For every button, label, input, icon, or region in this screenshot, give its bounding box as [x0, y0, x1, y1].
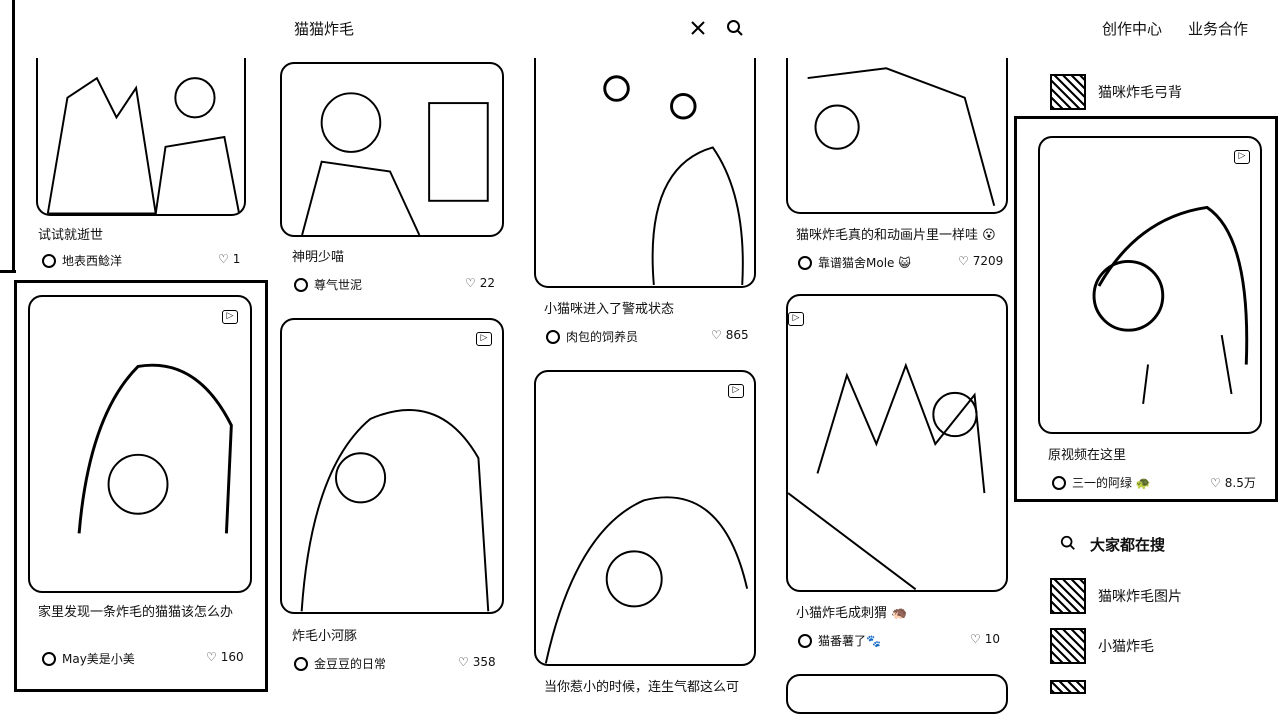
popular-item[interactable]: 猫咪炸毛图片 — [1050, 578, 1182, 614]
like-value: 358 — [472, 655, 496, 669]
search-icon — [1060, 535, 1076, 555]
heart-icon: ♡ — [1210, 475, 1221, 490]
avatar — [798, 255, 812, 270]
author-name: 肉包的饲养员 — [566, 330, 639, 344]
like-count[interactable]: ♡1 — [218, 252, 240, 266]
post-author[interactable]: May美是小美 — [42, 650, 135, 667]
heart-icon: ♡ — [958, 254, 969, 268]
like-count[interactable]: ♡865 — [711, 328, 749, 342]
like-count[interactable]: ♡22 — [465, 276, 495, 290]
like-count[interactable]: ♡8.5万 — [1210, 474, 1256, 491]
post-image[interactable] — [534, 58, 756, 288]
like-count[interactable]: ♡10 — [970, 632, 1000, 646]
like-value: 1 — [232, 252, 241, 266]
avatar — [1052, 475, 1066, 490]
post-title[interactable]: 猫咪炸毛真的和动画片里一样哇 😮 — [796, 228, 996, 243]
post-author[interactable]: 地表西鲶洋 — [42, 252, 122, 269]
creator-center-link[interactable]: 创作中心 — [1102, 20, 1163, 38]
popular-thumb — [1050, 628, 1086, 664]
author-name: May美是小美 — [62, 652, 135, 666]
post-title[interactable]: 当你惹小的时候，连生气都这么可 — [544, 680, 740, 695]
like-value: 22 — [479, 276, 496, 290]
heart-icon: ♡ — [206, 650, 217, 664]
post-author[interactable]: 尊气世泥 — [294, 276, 362, 293]
like-value: 8.5万 — [1224, 476, 1256, 490]
post-title[interactable]: 小猫炸毛成刺猬 🦔 — [796, 606, 908, 621]
avatar — [42, 651, 56, 666]
search-input[interactable]: 猫猫炸毛 — [294, 20, 355, 38]
author-name: 地表西鲶洋 — [62, 254, 123, 268]
post-title[interactable]: 炸毛小河豚 — [292, 629, 358, 644]
post-title[interactable]: 原视频在这里 — [1048, 448, 1127, 463]
heart-icon: ♡ — [218, 252, 229, 266]
post-title[interactable]: 神明少喵 — [292, 250, 345, 265]
post-image[interactable] — [786, 674, 1008, 714]
related-item[interactable]: 猫咪炸毛弓背 — [1050, 74, 1182, 110]
heart-icon: ♡ — [465, 276, 476, 290]
like-value: 160 — [220, 650, 244, 664]
search-icon[interactable] — [724, 17, 746, 39]
avatar — [294, 656, 308, 671]
like-value: 865 — [725, 328, 749, 342]
business-link[interactable]: 业务合作 — [1188, 20, 1249, 38]
post-image[interactable] — [36, 58, 246, 216]
related-thumb — [1050, 74, 1086, 110]
video-icon: ▷ — [788, 312, 804, 326]
related-label: 猫咪炸毛弓背 — [1098, 85, 1182, 101]
post-title[interactable]: 小猫咪进入了警戒状态 — [544, 302, 675, 317]
video-icon: ▷ — [728, 384, 744, 398]
post-author[interactable]: 金豆豆的日常 — [294, 655, 386, 672]
avatar — [546, 329, 560, 344]
post-author[interactable]: 肉包的饲养员 — [546, 328, 638, 345]
video-icon: ▷ — [476, 332, 492, 346]
post-image[interactable] — [28, 295, 252, 593]
author-name: 尊气世泥 — [314, 278, 363, 292]
popular-thumb — [1050, 578, 1086, 614]
popular-label: 小猫炸毛 — [1098, 639, 1154, 655]
like-count[interactable]: ♡7209 — [958, 254, 1003, 268]
post-image[interactable] — [786, 294, 1008, 592]
popular-searches-header: 大家都在搜 — [1060, 534, 1165, 555]
avatar — [294, 277, 308, 292]
author-name: 猫番薯了🐾 — [818, 634, 881, 648]
popular-item[interactable]: 小猫炸毛 — [1050, 628, 1154, 664]
popular-title: 大家都在搜 — [1090, 536, 1166, 554]
like-count[interactable]: ♡160 — [206, 650, 244, 664]
like-value: 7209 — [972, 254, 1004, 268]
heart-icon: ♡ — [970, 632, 981, 646]
post-image[interactable] — [534, 370, 756, 666]
post-image[interactable] — [1038, 136, 1262, 434]
video-icon: ▷ — [1234, 150, 1250, 164]
highlight-frame — [1014, 116, 1278, 502]
post-image[interactable] — [280, 62, 504, 237]
post-image[interactable] — [786, 58, 1008, 214]
frame-line — [12, 0, 16, 272]
author-name: 靠谱猫舍Mole 😺 — [818, 256, 911, 270]
heart-icon: ♡ — [458, 655, 469, 669]
like-value: 10 — [984, 632, 1001, 646]
post-author[interactable]: 三一的阿绿 🐢 — [1052, 474, 1151, 491]
highlight-frame — [14, 280, 268, 692]
post-title[interactable]: 家里发现一条炸毛的猫猫该怎么办 — [38, 605, 234, 620]
top-bar — [0, 0, 1280, 58]
heart-icon: ♡ — [711, 328, 722, 342]
like-count[interactable]: ♡358 — [458, 655, 496, 669]
avatar — [798, 633, 812, 648]
frame-line — [0, 270, 16, 273]
post-title[interactable]: 试试就逝世 — [38, 228, 104, 243]
author-name: 金豆豆的日常 — [314, 657, 387, 671]
video-icon: ▷ — [222, 310, 238, 324]
avatar — [42, 253, 56, 268]
post-image[interactable] — [280, 318, 504, 614]
popular-thumb[interactable] — [1050, 680, 1086, 694]
author-name: 三一的阿绿 🐢 — [1072, 476, 1151, 490]
clear-icon[interactable] — [687, 17, 709, 39]
post-author[interactable]: 猫番薯了🐾 — [798, 632, 881, 649]
popular-label: 猫咪炸毛图片 — [1098, 589, 1182, 605]
post-author[interactable]: 靠谱猫舍Mole 😺 — [798, 254, 911, 271]
